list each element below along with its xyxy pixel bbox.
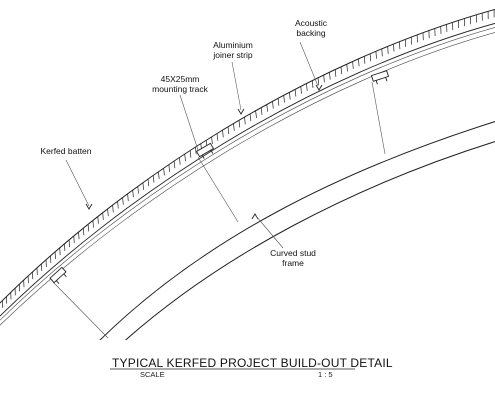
kerf-cut (317, 77, 320, 86)
kerf-cut (102, 212, 104, 220)
kerf-cut (323, 74, 325, 83)
mounting-track-label-line2: mounting track (152, 84, 208, 94)
kerf-cut (211, 136, 213, 145)
kerf-cut (266, 104, 268, 112)
kerf-cut (300, 86, 302, 94)
kerf-cut (158, 171, 160, 179)
curved-stud-frame-label-line1: Curved stud (270, 248, 316, 258)
kerf-cut (173, 160, 176, 169)
kerf-cut (78, 232, 80, 240)
kerf-cut (97, 216, 99, 224)
kerf-cut (260, 107, 263, 115)
kerf-cut (334, 69, 337, 77)
kerf-cut (195, 146, 197, 155)
acoustic-backing-label: Acoustic backing (282, 18, 340, 38)
stud-frame-inner-arc (124, 141, 495, 340)
kerf-cut (132, 190, 134, 198)
kerf-cut (272, 101, 274, 109)
kerf-cut (289, 92, 291, 100)
aluminium-joiner-brackets (49, 70, 390, 284)
aluminium-joiner-label-line2: joiner strip (213, 50, 253, 60)
kerf-cut (152, 175, 155, 183)
kerf-cut (92, 220, 94, 228)
curved-stud-frame-label: Curved stud frame (262, 248, 324, 268)
kerf-cut (244, 117, 246, 125)
kerf-cut (137, 186, 139, 194)
kerf-cut (387, 46, 389, 54)
aluminium-joiner-label: Aluminium joiner strip (203, 40, 263, 60)
kerf-cut (329, 72, 331, 80)
kerf-cut (238, 120, 241, 128)
kerf-cut (283, 95, 285, 103)
kerf-cut (369, 53, 372, 62)
kerf-cut (277, 98, 280, 106)
kerf-cut (168, 164, 170, 172)
kerf-cut (306, 83, 308, 91)
kerf-cut (363, 56, 366, 64)
kerf-cut (127, 193, 129, 202)
kerf-cut (142, 182, 144, 190)
kerf-cut (189, 150, 192, 158)
kerf-cut (375, 51, 377, 59)
kerf-cut (255, 110, 257, 118)
kerf-cut (358, 58, 360, 67)
kerf-cut (87, 224, 90, 232)
kerf-cut (222, 130, 224, 138)
kerf-cut (249, 113, 252, 122)
kerf-cut (294, 89, 297, 97)
kerf-cut (346, 64, 348, 72)
mounting-track-label: 45X25mm mounting track (144, 74, 216, 94)
kerf-cut (117, 201, 119, 209)
batten-inner-face (0, 22, 495, 317)
kerf-cut (381, 48, 383, 57)
acoustic-backing-label-line2: backing (296, 28, 326, 38)
mounting-track-label-line1: 45X25mm (160, 74, 200, 84)
connection-lines (52, 81, 386, 339)
kerf-cut (352, 61, 354, 69)
scale-label: SCALE (140, 370, 165, 379)
aluminium-joiner-label-line1: Aluminium (213, 40, 253, 50)
kerf-cut (216, 133, 219, 141)
kerf-cuts (2, 9, 495, 308)
acoustic-backing-label-line1: Acoustic (294, 18, 328, 28)
acoustic-backing-line (0, 27, 495, 321)
scale-value: 1 : 5 (318, 370, 333, 379)
mounting-track-line (0, 32, 495, 326)
kerf-cut (233, 123, 235, 131)
drawing-title: TYPICAL KERFED PROJECT BUILD-OUT DETAIL (112, 356, 393, 370)
kerf-cut (340, 66, 343, 75)
kerf-cut (112, 205, 114, 213)
kerf-cut (184, 153, 186, 162)
kerf-cut (147, 178, 150, 187)
kerf-cut (73, 235, 75, 244)
kerf-cut (82, 228, 85, 236)
kerf-cut (163, 168, 165, 176)
stud-frame-outer-arc (99, 121, 495, 340)
kerf-cut (122, 197, 124, 205)
kerfed-batten-label-line1: Kerfed batten (40, 146, 92, 156)
kerf-cut (68, 239, 70, 248)
kerf-cut (179, 157, 181, 165)
kerf-cut (64, 243, 66, 252)
kerf-cut (399, 41, 401, 50)
kerfed-batten-label: Kerfed batten (34, 146, 98, 156)
curved-stud-frame-label-line2: frame (282, 258, 304, 268)
leader-lines (65, 41, 319, 249)
kerf-cut (393, 44, 395, 52)
kerf-cut (59, 247, 61, 256)
kerf-cut (107, 208, 109, 217)
kerf-cut (227, 126, 230, 135)
kerf-cut (311, 80, 314, 88)
